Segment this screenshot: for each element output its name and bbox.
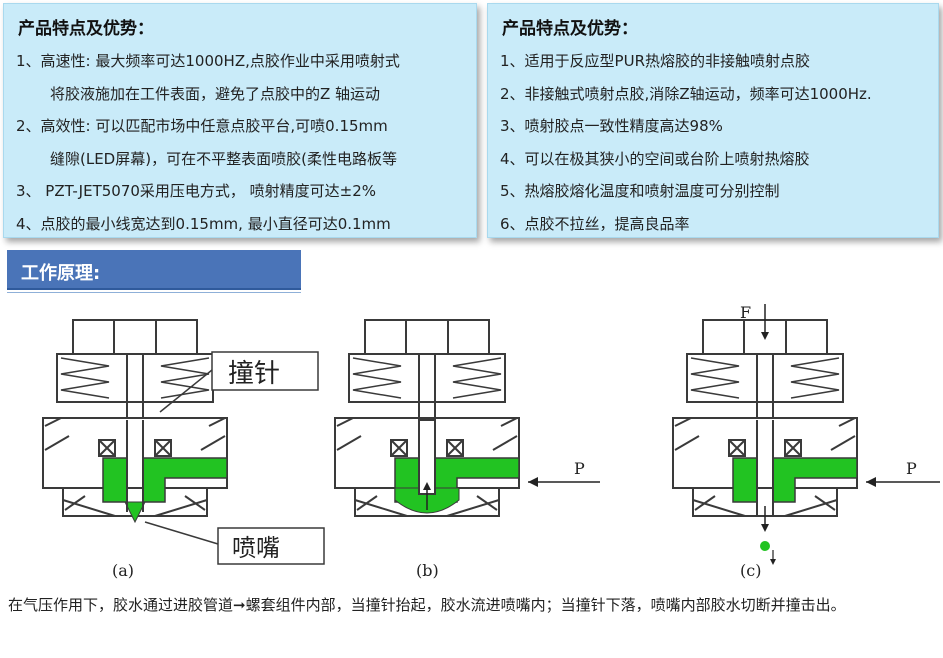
feature-item: 5、热熔胶熔化温度和喷射温度可分别控制 bbox=[500, 182, 780, 200]
features-panel-left: 产品特点及优势： 1、高速性: 最大频率可达1000HZ,点胶作业中采用喷射式 … bbox=[3, 3, 477, 238]
pin-leader-line bbox=[159, 369, 213, 413]
pin-label-box bbox=[211, 351, 319, 391]
feature-item: 6、点胶不拉丝，提高良品率 bbox=[500, 214, 690, 233]
feature-list: 1、高速性: 最大频率可达1000HZ,点胶作业中采用喷射式 将胶液施加在工件表… bbox=[16, 45, 466, 240]
feature-item: 3、喷射胶点一致性精度高达98% bbox=[500, 117, 723, 135]
nozzle-label: 喷嘴 bbox=[232, 534, 280, 562]
panel-title: 产品特点及优势： bbox=[18, 19, 154, 39]
section-header: 工作原理: bbox=[7, 250, 301, 290]
subfigure-label-a: (a) bbox=[112, 561, 134, 580]
pin-label: 撞针 bbox=[228, 359, 280, 389]
section-divider bbox=[7, 292, 301, 293]
nozzle-leader-line bbox=[144, 521, 219, 545]
diagram-a bbox=[42, 319, 228, 524]
working-principle-caption: 在气压作用下，胶水通过进胶管道➞螺套组件内部，当撞针抬起，胶水流进喷嘴内；当撞针… bbox=[8, 596, 846, 614]
feature-item: 4、点胶的最小线宽达到0.15mm, 最小直径可达0.1mm bbox=[16, 214, 391, 233]
diagram-b bbox=[334, 319, 520, 517]
subfigure-label-c: (c) bbox=[740, 561, 761, 580]
feature-item: 缝隙(LED屏幕)，可在不平整表面喷胶(柔性电路板等 bbox=[50, 149, 397, 168]
pressure-label-b: P bbox=[574, 459, 585, 478]
working-principle-diagram: 撞针 喷嘴 (a) P (b) F P (c) bbox=[42, 303, 940, 580]
feature-item: 2、高效性: 可以匹配市场中任意点胶平台,可喷0.15mm bbox=[16, 117, 388, 135]
feature-item: 将胶液施加在工件表面，避免了点胶中的Z 轴运动 bbox=[50, 84, 381, 103]
feature-item: 1、适用于反应型PUR热熔胶的非接触喷射点胶 bbox=[500, 52, 810, 70]
feature-list: 1、适用于反应型PUR热熔胶的非接触喷射点胶 2、非接触式喷射点胶,消除Z轴运动… bbox=[500, 45, 928, 240]
subfigure-label-b: (b) bbox=[416, 561, 439, 580]
pressure-arrowhead-c bbox=[866, 477, 876, 487]
feature-item: 1、高速性: 最大频率可达1000HZ,点胶作业中采用喷射式 bbox=[16, 52, 400, 70]
panel-title: 产品特点及优势： bbox=[502, 19, 638, 39]
force-label: F bbox=[740, 303, 751, 322]
feature-item: 3、 PZT-JET5070采用压电方式， 喷射精度可达±2% bbox=[16, 182, 377, 200]
nozzle-label-box bbox=[217, 527, 325, 565]
diagram-c bbox=[672, 304, 858, 565]
features-panel-right: 产品特点及优势： 1、适用于反应型PUR热熔胶的非接触喷射点胶 2、非接触式喷射… bbox=[487, 3, 939, 238]
pressure-arrowhead-b bbox=[528, 477, 538, 487]
feature-item: 4、可以在极其狭小的空间或台阶上喷射热熔胶 bbox=[500, 149, 810, 168]
feature-item: 2、非接触式喷射点胶,消除Z轴运动，频率可达1000Hz. bbox=[500, 84, 872, 103]
pressure-label-c: P bbox=[906, 459, 917, 478]
